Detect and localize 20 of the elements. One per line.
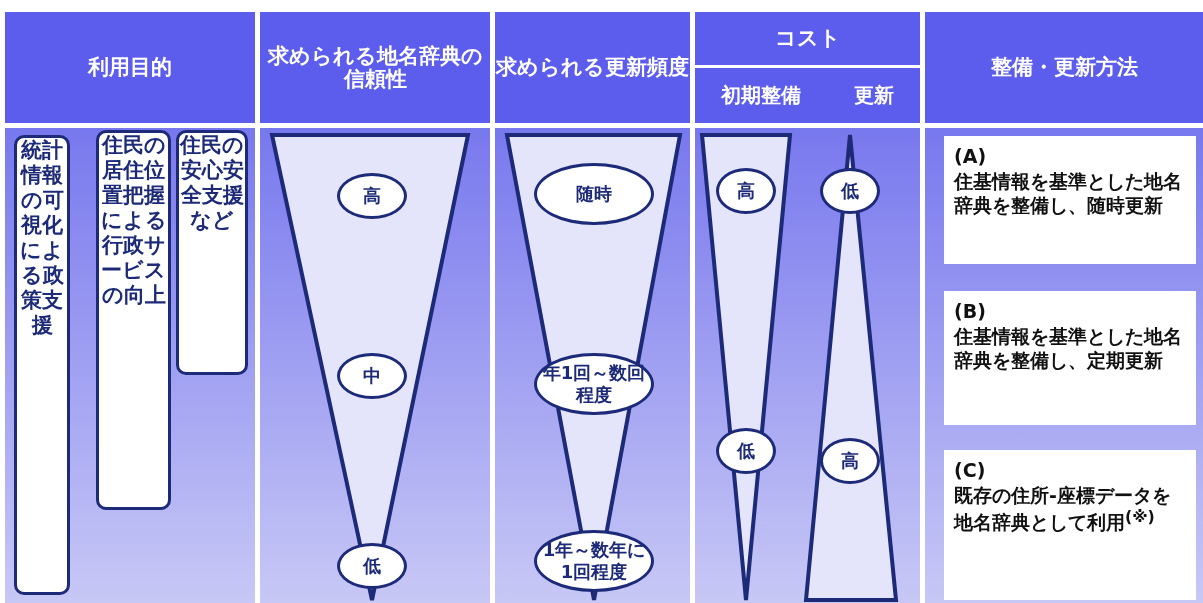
column-header: 求められる地名辞典の信頼性 bbox=[260, 12, 490, 123]
option-letter: (C) bbox=[954, 458, 987, 483]
subheader-text: 更新 bbox=[853, 85, 894, 106]
column-header: 整備・更新方法 bbox=[925, 12, 1203, 123]
option-letter: (A) bbox=[954, 144, 988, 169]
subheader-text: 初期整備 bbox=[721, 85, 802, 106]
method-box bbox=[944, 136, 1196, 264]
column-subheader bbox=[695, 68, 920, 123]
method-box bbox=[944, 450, 1196, 600]
purpose-box: 住民の居住位置把握による行政サービスの向上 bbox=[96, 130, 171, 510]
purpose-box: 住民の安心安全支援など bbox=[176, 130, 248, 375]
method-text: 住基情報を基準とした地名辞典を整備し、定期更新 bbox=[954, 323, 1183, 374]
method-box bbox=[944, 291, 1196, 425]
method-text: 既存の住所-座標データを地名辞典として利用$^{(※)}$ bbox=[954, 482, 1172, 536]
column-header: 利用目的 bbox=[5, 12, 255, 123]
purpose-box: 統計情報の可視化による政策支援 bbox=[14, 135, 70, 595]
column-header: 求められる更新頻度 bbox=[495, 12, 690, 123]
option-letter: (B) bbox=[954, 299, 987, 324]
method-text: 住基情報を基準とした地名辞典を整備し、随時更新 bbox=[954, 168, 1183, 219]
column-header: コスト bbox=[695, 12, 920, 65]
